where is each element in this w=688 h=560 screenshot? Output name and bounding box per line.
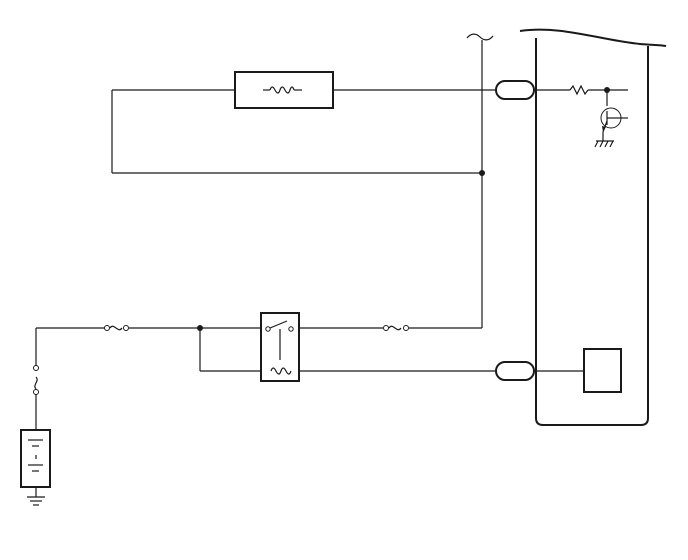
ground-icon: [27, 496, 45, 506]
solenoid-coil: [234, 71, 334, 109]
fuse: [104, 325, 129, 331]
resistor: [569, 84, 589, 96]
wire-break-symbol: [466, 33, 494, 41]
relay: [260, 312, 300, 382]
battery: [20, 429, 51, 488]
junction-dot: [479, 170, 485, 176]
connector: [495, 361, 535, 381]
connector: [495, 80, 535, 100]
fuse: [33, 365, 39, 395]
chassis-ground: [594, 140, 614, 148]
input-circuit-block: [583, 348, 622, 393]
fuse: [383, 325, 409, 331]
control-module: [519, 28, 667, 426]
